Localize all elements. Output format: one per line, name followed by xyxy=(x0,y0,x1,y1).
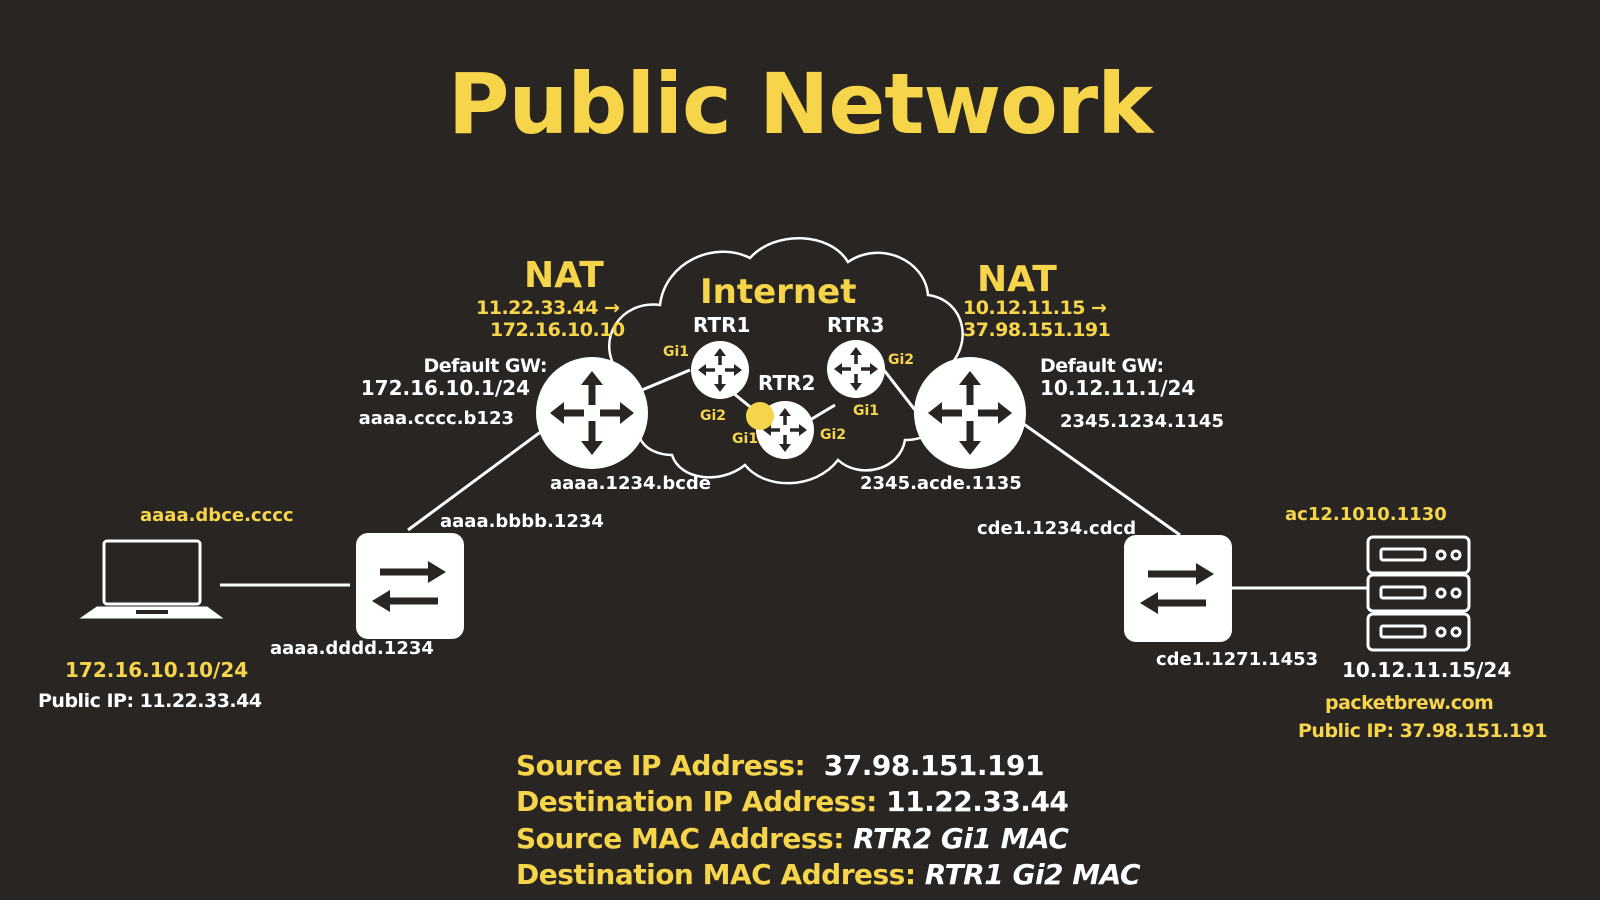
destination-ip-value: 11.22.33.44 xyxy=(886,785,1069,818)
server-public-ip: Public IP: 37.98.151.191 xyxy=(1298,720,1548,742)
rtr3-port-gi1: Gi1 xyxy=(853,403,880,419)
right-nat-label: NAT xyxy=(977,259,1057,300)
server-icon xyxy=(1366,535,1471,652)
rtr1-label: RTR1 xyxy=(693,313,751,337)
packet-info-destination-mac: Destination MAC Address: RTR1 Gi2 MAC xyxy=(516,858,1141,891)
page-title: Public Network xyxy=(447,55,1153,153)
laptop-mac: aaaa.dbce.cccc xyxy=(140,505,294,526)
router-icon-left xyxy=(536,357,648,469)
source-ip-label: Source IP Address: xyxy=(516,749,806,782)
rtr2-port-gi2: Gi2 xyxy=(820,427,847,443)
rtr3-label: RTR3 xyxy=(827,313,885,337)
left-nat-mapping-line2: 172.16.10.10 xyxy=(490,319,625,341)
right-gw-label: Default GW: xyxy=(1040,355,1164,377)
left-gw-label: Default GW: xyxy=(423,355,547,377)
cloud-icon xyxy=(600,237,964,485)
right-switch-mac-down: cde1.1271.1453 xyxy=(1156,649,1319,670)
destination-ip-label: Destination IP Address: xyxy=(516,785,877,818)
rtr1-port-gi2: Gi2 xyxy=(700,408,727,424)
server-domain: packetbrew.com xyxy=(1325,692,1494,714)
rtr3-port-gi2: Gi2 xyxy=(888,352,915,368)
laptop-icon xyxy=(79,539,224,619)
server-mac: ac12.1010.1130 xyxy=(1285,504,1447,525)
left-nat-label: NAT xyxy=(524,255,604,296)
destination-mac-label: Destination MAC Address: xyxy=(516,858,916,891)
left-router-mac-lan: aaaa.cccc.b123 xyxy=(358,408,514,429)
source-mac-label: Source MAC Address: xyxy=(516,822,844,855)
rtr2-label: RTR2 xyxy=(758,371,816,395)
switch-icon-left xyxy=(356,533,464,639)
internet-label: Internet xyxy=(700,272,857,312)
packet-info-destination-ip: Destination IP Address: 11.22.33.44 xyxy=(516,785,1069,818)
packet-dot-icon xyxy=(746,402,774,430)
packet-info-source-mac: Source MAC Address: RTR2 Gi1 MAC xyxy=(516,822,1069,855)
source-ip-value: 37.98.151.191 xyxy=(823,749,1045,782)
right-switch-mac-up: cde1.1234.cdcd xyxy=(977,518,1137,539)
rtr2-port-gi1: Gi1 xyxy=(732,431,759,447)
link-switch-left-router-left xyxy=(407,423,551,532)
destination-mac-value: RTR1 Gi2 MAC xyxy=(924,858,1141,891)
right-gw-value: 10.12.11.1/24 xyxy=(1040,376,1196,400)
left-router-mac-wan: aaaa.1234.bcde xyxy=(550,473,712,494)
rtr1-port-gi1: Gi1 xyxy=(663,344,690,360)
laptop-public-ip: Public IP: 11.22.33.44 xyxy=(38,690,262,712)
right-router-mac-wan: 2345.acde.1135 xyxy=(860,473,1022,494)
link-rtr3-router-right xyxy=(878,364,917,411)
right-router-mac-lan: 2345.1234.1145 xyxy=(1060,411,1224,432)
source-mac-value: RTR2 Gi1 MAC xyxy=(853,822,1069,855)
left-switch-mac-up: aaaa.bbbb.1234 xyxy=(440,511,604,532)
switch-icon-right xyxy=(1124,535,1232,642)
packet-info-source-ip: Source IP Address: 37.98.151.191 xyxy=(516,749,1045,782)
right-nat-mapping-line2: 37.98.151.191 xyxy=(963,319,1111,341)
laptop-ip: 172.16.10.10/24 xyxy=(65,658,249,682)
rtr3-icon xyxy=(827,340,885,398)
router-icon-right xyxy=(914,357,1026,469)
left-nat-mapping-line1: 11.22.33.44 → xyxy=(476,297,620,319)
server-ip: 10.12.11.15/24 xyxy=(1342,658,1512,682)
rtr1-icon xyxy=(691,341,749,399)
left-gw-value: 172.16.10.1/24 xyxy=(360,376,530,400)
link-router-right-switch-right xyxy=(1017,418,1181,537)
left-switch-mac-down: aaaa.dddd.1234 xyxy=(270,638,434,659)
right-nat-mapping-line1: 10.12.11.15 → xyxy=(963,297,1107,319)
